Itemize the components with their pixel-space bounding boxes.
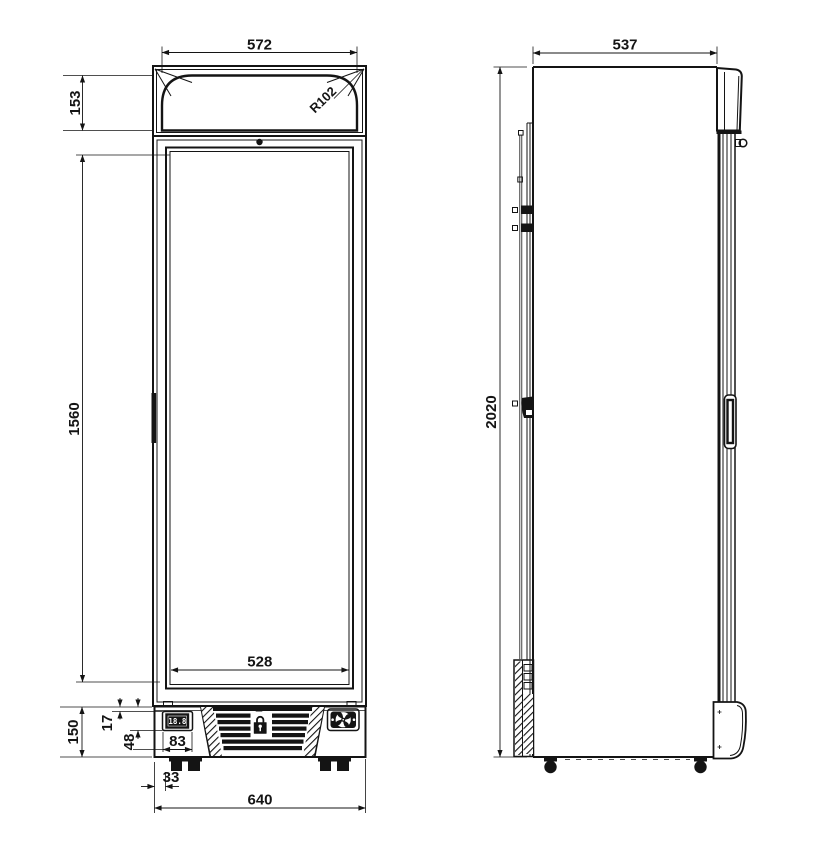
dim-glass-door-height: 1560 [66,154,170,683]
svg-text:1560: 1560 [66,402,83,435]
front-caster [694,760,707,774]
side-view: 537 2020 [483,37,748,774]
svg-text:528: 528 [247,654,272,671]
canopy: R102 [152,65,367,137]
door-handle-side [723,394,737,450]
canopy-inner-line [156,69,363,133]
pipe-collar [517,176,523,183]
mid-bracket [512,396,533,418]
kick-panel [712,701,747,760]
fan-bezel [326,708,360,732]
door-outline [152,135,367,707]
hinge-plate-upper [521,205,533,214]
canopy-side [716,66,743,134]
svg-text:2020: 2020 [483,395,500,428]
compressor-unit [513,659,535,758]
door-lock [256,138,263,146]
svg-text:33: 33 [163,769,180,786]
glass-pane [169,151,350,685]
cabinet-body [526,66,717,760]
controller-bezel [161,710,194,732]
door-inner-line [156,139,363,703]
grille-outline [199,705,326,758]
dim-corner-radius: R102 [306,84,339,116]
glass-door [151,135,367,707]
dim-control-top-offset: 17 [99,698,163,731]
dim-overall-width: 640 [154,759,366,813]
canopy-bottom-rail [716,130,742,134]
plinth: 18.8 [153,705,367,771]
controller-frame [165,713,190,729]
canopy-corner-bracing [154,68,365,97]
lock-cylinder [738,138,748,148]
front-view: R102 18.8 [60,37,367,813]
front-feet [169,757,351,771]
padlock-icon [253,715,267,734]
dim-plinth-height: 150 [60,706,152,758]
fan-icon [331,712,356,728]
svg-text:537: 537 [612,37,637,54]
grille-hatch-left [201,707,222,756]
grille-hatch-right [303,707,324,756]
kick-panel-screws [717,710,722,749]
svg-text:83: 83 [169,733,186,750]
casters [544,757,707,774]
ventilation-grille [199,705,326,758]
door-side-edge [712,134,748,760]
rear-caster [544,760,557,774]
svg-text:572: 572 [247,37,272,54]
temperature-controller: 18.8 [161,710,194,732]
svg-text:640: 640 [247,792,272,809]
canopy-profile [716,66,743,132]
drain-pipe-cap [518,130,524,136]
dim-glass-opening-width: 528 [170,654,349,673]
svg-text:150: 150 [65,719,82,744]
dim-overall-height: 2020 [483,66,527,758]
warning-triangle-icon [255,707,263,712]
rear-fittings [512,130,535,758]
hinge-plate-lower [521,223,533,232]
svg-text:48: 48 [121,734,138,751]
svg-text:17: 17 [99,715,116,732]
door-handle-front [151,393,157,443]
dim-overall-depth: 537 [532,37,718,64]
dim-control-width: 83 [133,732,193,753]
lcd-screen [168,716,187,726]
fan-vent [326,708,360,732]
sign-panel [160,74,359,132]
dim-foot-offset: 33 [141,769,179,791]
lock-cylinder-neck [735,139,741,147]
dim-sign-panel-width: 572 [161,37,358,73]
glass-frame [165,146,354,690]
door-edge-bar [717,134,721,702]
lcd-readout: 18.8 [168,717,187,726]
svg-text:153: 153 [67,90,84,115]
dim-control-bottom-offset: 48 [121,698,163,750]
radius-leader-line [333,70,363,99]
dim-sign-panel-height: 153 [63,75,152,131]
